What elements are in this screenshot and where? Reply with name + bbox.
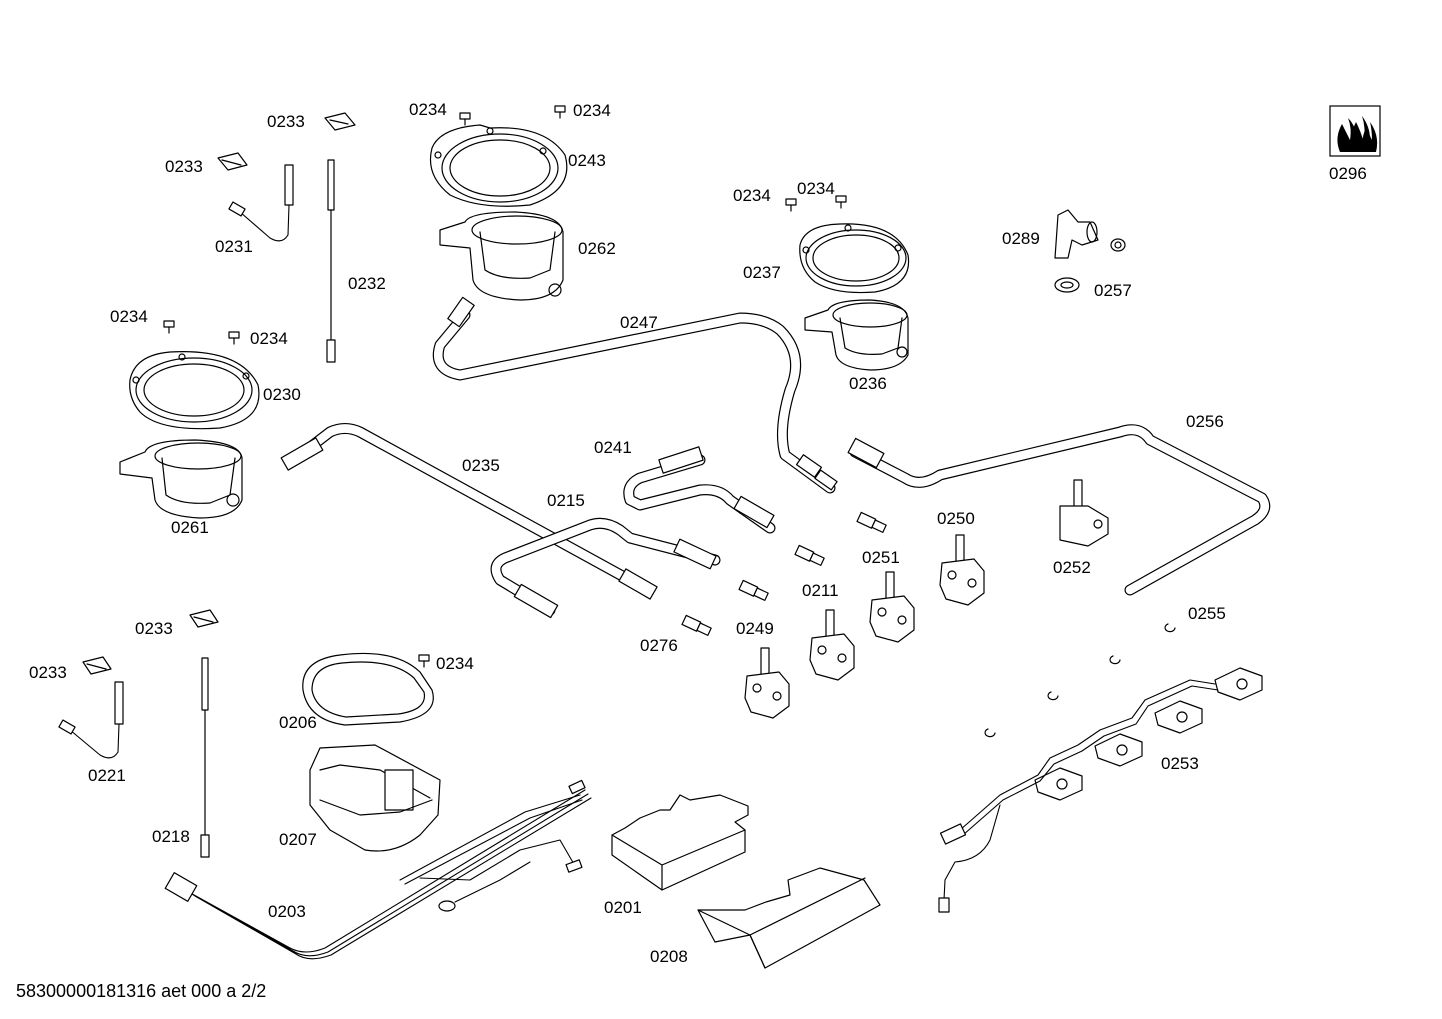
label-0221: 0221 xyxy=(88,766,126,785)
label-0203: 0203 xyxy=(268,902,306,921)
label-0247: 0247 xyxy=(620,313,658,332)
gas-tube-0256 xyxy=(847,424,1271,596)
label-0257: 0257 xyxy=(1094,281,1132,300)
label-0296: 0296 xyxy=(1329,164,1367,183)
label-0234-b: 0234 xyxy=(573,101,611,120)
switch-harness-0253 xyxy=(938,667,1263,913)
ignition-electrode-0232 xyxy=(326,159,336,363)
thermocouple-0231 xyxy=(228,164,294,242)
label-0241: 0241 xyxy=(594,438,632,457)
document-footer-id: 58300000181316 aet 000 a 2/2 xyxy=(16,981,267,1001)
label-0249: 0249 xyxy=(736,619,774,638)
label-0231: 0231 xyxy=(215,237,253,256)
label-0234-d: 0234 xyxy=(250,329,288,348)
gas-tap-set xyxy=(744,479,1109,719)
label-0230: 0230 xyxy=(263,385,301,404)
label-0252: 0252 xyxy=(1053,558,1091,577)
label-0233-d: 0233 xyxy=(29,663,67,682)
label-0233-c: 0233 xyxy=(135,619,173,638)
label-0201: 0201 xyxy=(604,898,642,917)
label-0234-a: 0234 xyxy=(409,100,447,119)
label-0236: 0236 xyxy=(849,374,887,393)
housing-0207 xyxy=(309,744,441,852)
flame-symbol-0296 xyxy=(1329,105,1381,157)
washer-0257 xyxy=(1054,238,1126,293)
label-0250: 0250 xyxy=(937,509,975,528)
thermocouple-0221 xyxy=(58,681,124,759)
panel-0208 xyxy=(697,867,881,969)
seal-0206 xyxy=(302,652,434,726)
injector-set xyxy=(681,511,887,636)
screw-0234-set xyxy=(163,105,847,668)
label-0276: 0276 xyxy=(640,636,678,655)
label-0215: 0215 xyxy=(547,491,585,510)
wiring-harness-0203 xyxy=(164,779,592,960)
label-0233-b: 0233 xyxy=(165,157,203,176)
label-0233-a: 0233 xyxy=(267,112,305,131)
label-0251: 0251 xyxy=(862,548,900,567)
burner-0262 xyxy=(429,124,568,301)
label-0235: 0235 xyxy=(462,456,500,475)
label-0234-g: 0234 xyxy=(436,654,474,673)
burner-0237-0236 xyxy=(799,223,910,371)
label-0208: 0208 xyxy=(650,947,688,966)
label-0255: 0255 xyxy=(1188,604,1226,623)
clip-0233-set xyxy=(82,112,356,675)
label-0207: 0207 xyxy=(279,830,317,849)
gas-tube-0235 xyxy=(280,423,658,600)
label-0253: 0253 xyxy=(1161,754,1199,773)
gas-tube-0247 xyxy=(432,296,838,494)
label-0243: 0243 xyxy=(568,151,606,170)
label-0232: 0232 xyxy=(348,274,386,293)
gas-tube-0241 xyxy=(623,446,776,534)
label-0206: 0206 xyxy=(279,713,317,732)
panel-0201 xyxy=(611,794,749,891)
gas-tube-0215 xyxy=(490,517,721,619)
label-0289: 0289 xyxy=(1002,229,1040,248)
label-0237: 0237 xyxy=(743,263,781,282)
circlip-0255-set xyxy=(984,623,1176,738)
elbow-0289 xyxy=(1054,209,1099,259)
label-0211: 0211 xyxy=(802,581,839,600)
label-0261: 0261 xyxy=(171,518,209,537)
label-0234-c: 0234 xyxy=(110,307,148,326)
label-0234-f: 0234 xyxy=(797,179,835,198)
label-0218: 0218 xyxy=(152,827,190,846)
label-0256: 0256 xyxy=(1186,412,1224,431)
ignition-electrode-0218 xyxy=(200,657,210,858)
label-0262: 0262 xyxy=(578,239,616,258)
burner-0230-0261 xyxy=(119,351,260,519)
label-0234-e: 0234 xyxy=(733,186,771,205)
